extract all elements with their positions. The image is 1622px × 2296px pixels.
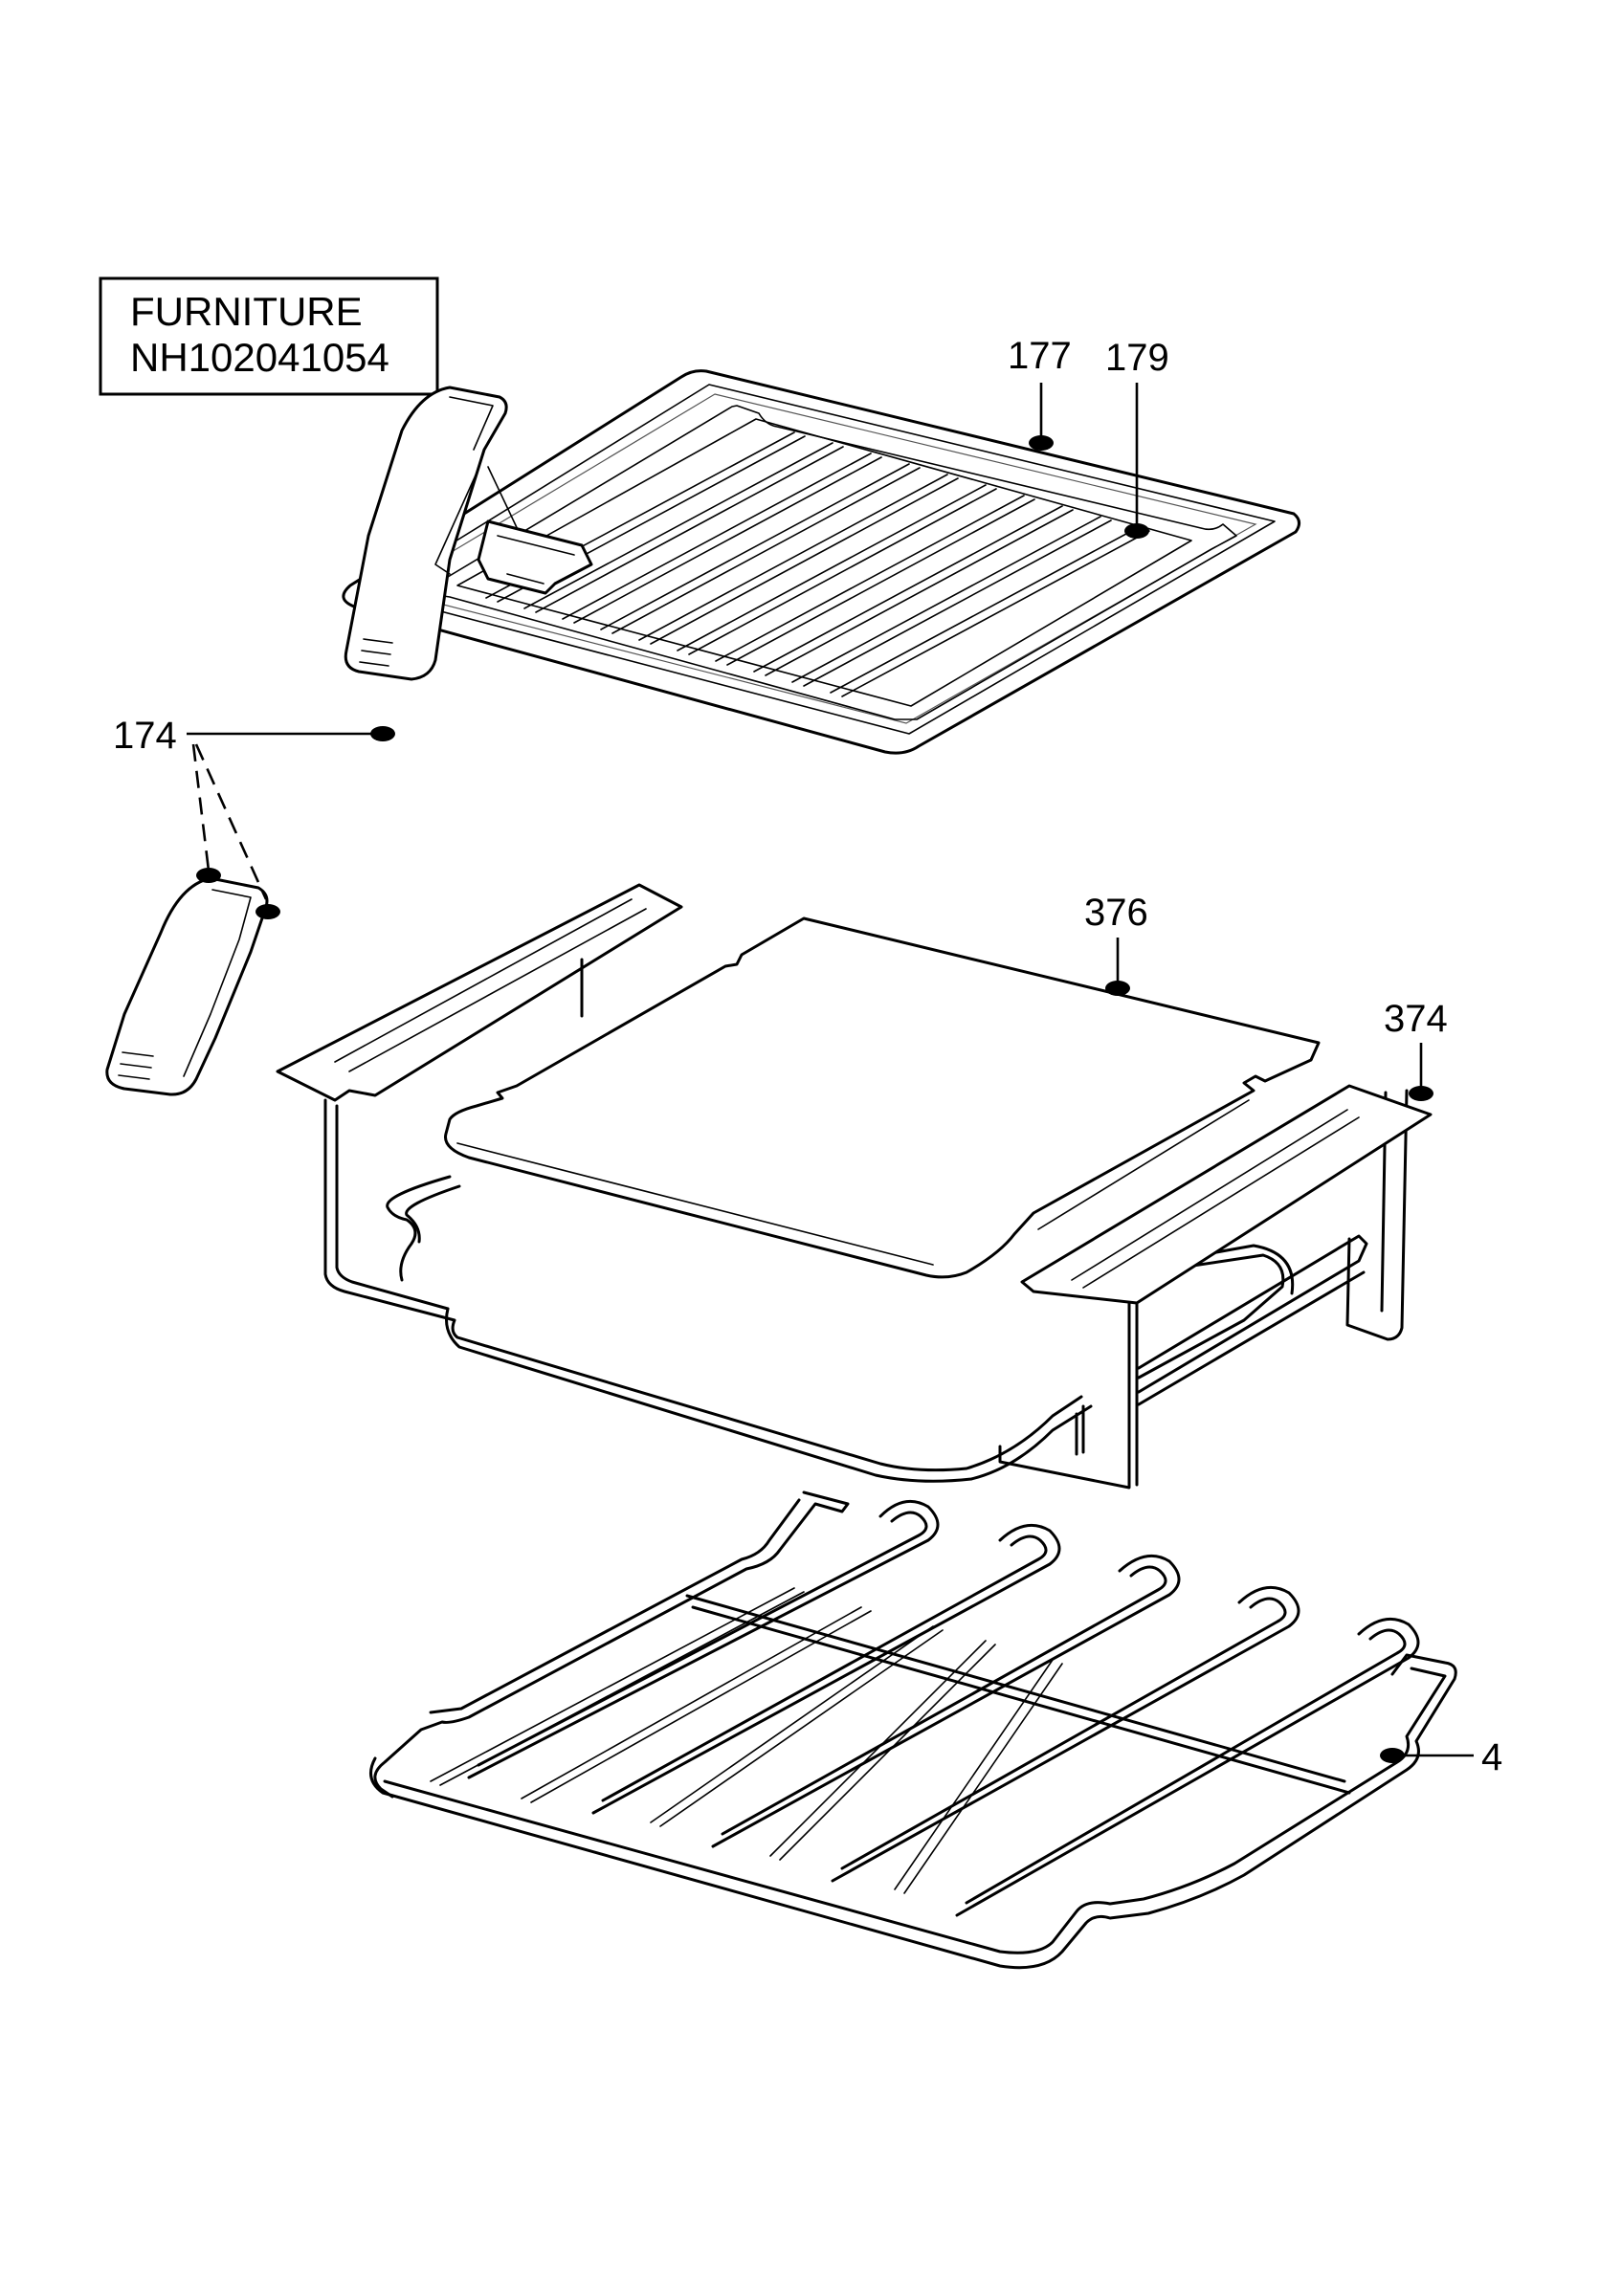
callout-374: 374 <box>1384 998 1448 1040</box>
callout-179: 179 <box>1105 337 1169 379</box>
part-174-tray-handles <box>105 386 593 1096</box>
callout-leaders <box>187 383 1474 1763</box>
title-line-1: FURNITURE <box>130 289 363 334</box>
callout-376: 376 <box>1084 892 1148 934</box>
part-376-shelf-plate <box>444 916 1321 1279</box>
callout-labels: 177 179 174 376 374 4 <box>113 335 1502 1778</box>
title-line-2: NH102041054 <box>130 335 389 380</box>
part-374-shelf-support-frame <box>276 883 1433 1490</box>
part-177-grill-tray <box>342 369 1300 755</box>
title-box: FURNITURE NH102041054 <box>99 276 439 396</box>
callout-4: 4 <box>1481 1736 1502 1778</box>
part-4-wire-shelf <box>369 1490 1457 1970</box>
callout-177: 177 <box>1008 335 1072 377</box>
grid-bars <box>485 431 1150 697</box>
callout-174: 174 <box>113 715 177 757</box>
